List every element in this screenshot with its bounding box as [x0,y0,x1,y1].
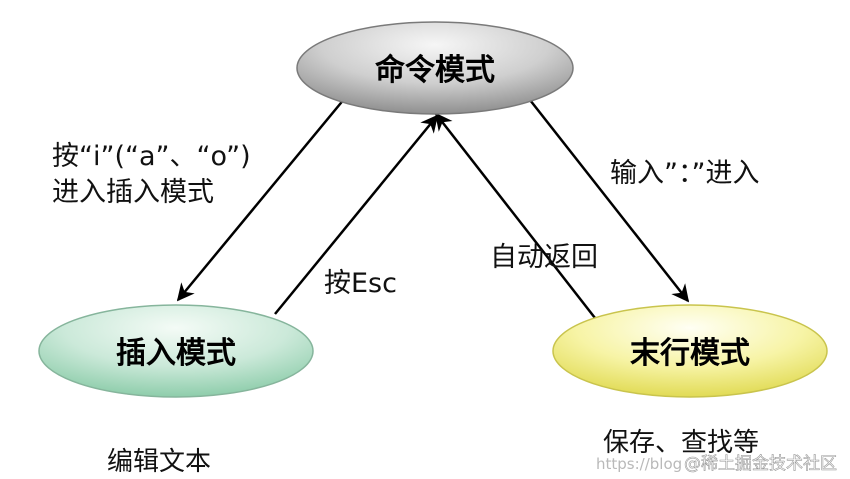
edge-label-enter-insert-line1: 按“i”(“a”、“o”) [52,141,251,172]
node-insert-shape [38,304,314,398]
arrow-lastline-to-command [434,112,596,319]
node-command-label: 命令模式 [375,53,495,88]
node-insert-label: 插入模式 [116,336,236,371]
node-insert-mode: 插入模式 [38,304,314,398]
node-command-mode: 命令模式 [296,21,574,115]
edge-label-enter-insert-line2: 进入插入模式 [52,177,214,208]
node-command-shape [296,21,574,115]
edge-labels: 按“i”(“a”、“o”) 进入插入模式 按Esc 输入”：”进入 自动返回 [52,141,759,299]
edge-label-enter-lastline: 输入”：”进入 [610,158,759,189]
arrow-command-to-insert [176,97,346,302]
node-notes: 编辑文本 保存、查找等 [107,428,759,477]
node-lastline-shape [552,304,828,398]
edges [176,97,690,319]
watermark-brand: @稀土掘金技术社区 [684,454,837,474]
node-lastline-label: 末行模式 [630,336,750,371]
watermark-url: https://blog [596,455,682,473]
arrow-command-to-lastline [529,99,690,303]
node-lastline-mode: 末行模式 [552,304,828,398]
note-insert-edit-text: 编辑文本 [107,447,211,477]
note-lastline-save-find: 保存、查找等 [603,428,759,458]
watermark: https://blog @稀土掘金技术社区 [596,454,837,475]
arrow-insert-to-command [274,114,439,315]
edge-label-esc: 按Esc [324,268,397,299]
edge-label-auto-return: 自动返回 [490,242,598,273]
